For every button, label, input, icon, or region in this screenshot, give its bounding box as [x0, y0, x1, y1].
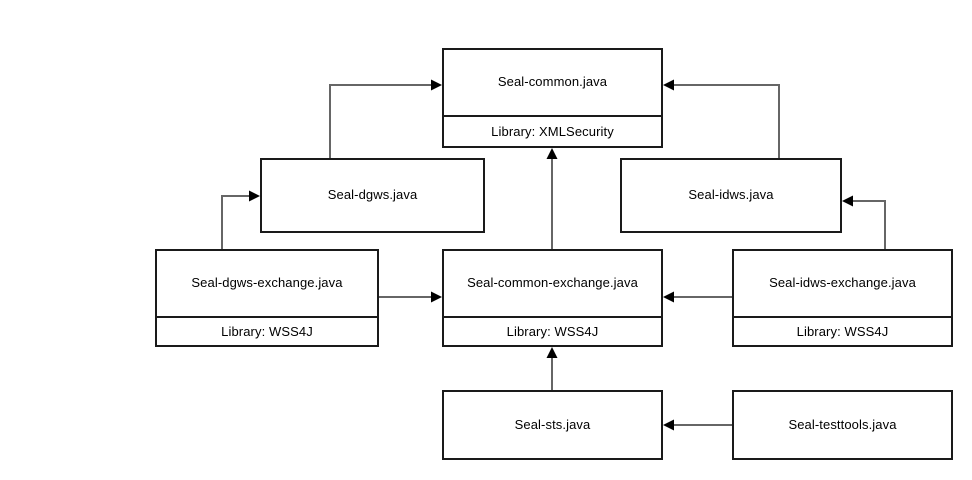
node-library-seal-dgws-exchange: Library: WSS4J: [157, 316, 377, 345]
edge-testtools-to-sts: [663, 419, 732, 431]
node-title-seal-dgws-exchange: Seal-dgws-exchange.java: [191, 275, 343, 291]
node-seal-dgws[interactable]: Seal-dgws.java: [260, 158, 485, 233]
node-title-seal-common-exchange: Seal-common-exchange.java: [467, 275, 638, 291]
node-library-seal-idws-exchange: Library: WSS4J: [734, 316, 951, 345]
node-seal-sts[interactable]: Seal-sts.java: [442, 390, 663, 460]
arrowhead-idws-to-common: [663, 79, 674, 91]
edge-idws-exchange-to-idws: [842, 195, 886, 249]
edge-dgws-exchange-to-dgws: [221, 190, 260, 249]
node-library-seal-common-exchange: Library: WSS4J: [444, 316, 661, 345]
node-title-seal-testtools: Seal-testtools.java: [788, 416, 897, 432]
node-title-seal-dgws: Seal-dgws.java: [327, 187, 418, 203]
arrowhead-idws-exchange-to-idws: [842, 195, 853, 207]
arrowhead-dgws-exchange-to-common-exchange: [431, 291, 442, 303]
node-title-seal-sts: Seal-sts.java: [514, 416, 591, 432]
node-title-seal-common: Seal-common.java: [497, 74, 608, 90]
arrowhead-dgws-exchange-to-dgws: [249, 190, 260, 202]
edge-sts-to-common-exchange: [546, 347, 558, 390]
edge-idws-to-common: [663, 79, 780, 158]
node-seal-testtools[interactable]: Seal-testtools.java: [732, 390, 953, 460]
edge-dgws-exchange-to-common-exchange: [379, 291, 442, 303]
edge-dgws-to-common: [329, 79, 442, 158]
edge-common-exchange-to-common: [546, 148, 558, 249]
edge-idws-exchange-to-common-exchange: [663, 291, 732, 303]
arrowhead-dgws-to-common: [431, 79, 442, 91]
arrowhead-idws-exchange-to-common-exchange: [663, 291, 674, 303]
arrowhead-testtools-to-sts: [663, 419, 674, 431]
node-seal-idws[interactable]: Seal-idws.java: [620, 158, 842, 233]
arrowhead-sts-to-common-exchange: [546, 347, 558, 358]
node-library-seal-common: Library: XMLSecurity: [444, 115, 661, 146]
node-title-seal-idws-exchange: Seal-idws-exchange.java: [769, 275, 916, 291]
node-title-seal-idws: Seal-idws.java: [688, 187, 774, 203]
arrowhead-common-exchange-to-common: [546, 148, 558, 159]
